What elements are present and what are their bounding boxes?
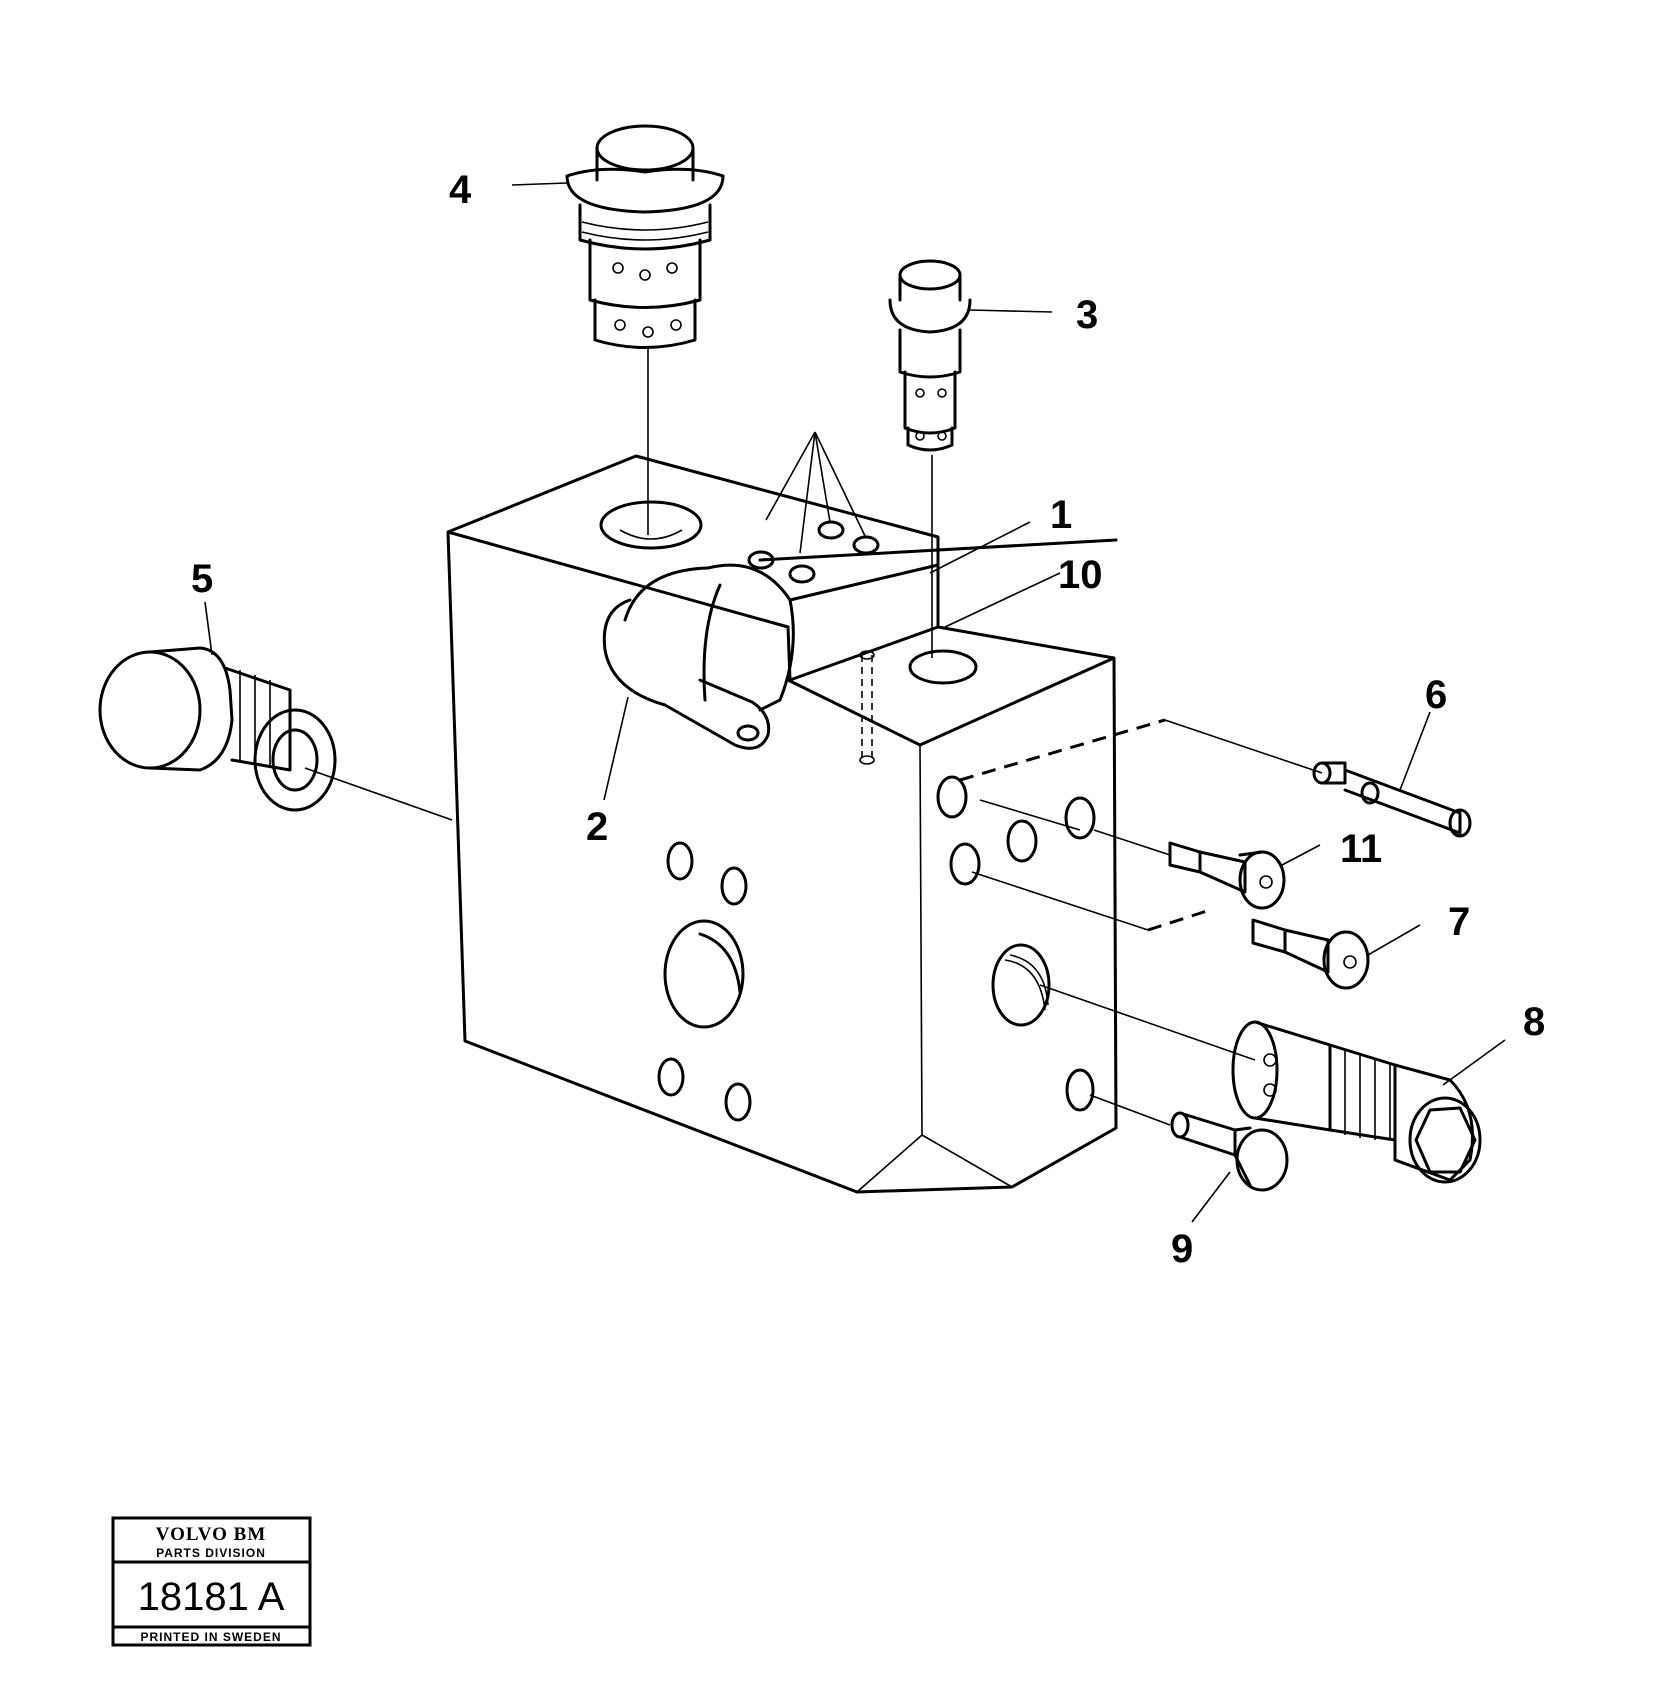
- callout-7: 7: [1448, 900, 1470, 944]
- callout-6: 6: [1425, 673, 1447, 717]
- dashed-group-lines: [959, 718, 1323, 1126]
- cartridge-valve-8: [1231, 1020, 1482, 1184]
- stamp-division: PARTS DIVISION: [156, 1546, 266, 1560]
- callout-2: 2: [586, 805, 608, 849]
- callout-4: 4: [449, 168, 472, 212]
- callout-8: 8: [1523, 1000, 1545, 1044]
- callout-5: 5: [191, 557, 213, 601]
- parts-stamp: VOLVO BM PARTS DIVISION 18181 A PRINTED …: [111, 1516, 312, 1647]
- stamp-number: 18181 A: [138, 1575, 285, 1619]
- solenoid-unit: [602, 538, 1118, 750]
- cartridge-valve-5: [98, 646, 453, 821]
- callout-10: 10: [1058, 553, 1103, 597]
- plug-9: [1170, 1111, 1289, 1192]
- plug-6: [1312, 761, 1472, 838]
- leader-lines: [204, 182, 1506, 1223]
- callout-3: 3: [1076, 293, 1098, 337]
- cartridge-valve-3: [888, 259, 972, 658]
- callout-11: 11: [1340, 827, 1382, 871]
- callout-1: 1: [1050, 493, 1072, 537]
- stamp-brand: VOLVO BM: [156, 1524, 267, 1545]
- callout-labels: 1 2 3 4 5 6 7 8 9 10 11: [191, 168, 1545, 1271]
- check-valve-7: [1251, 918, 1370, 990]
- check-valve-11: [1168, 841, 1286, 910]
- pin-detail: [859, 650, 875, 765]
- valve-block: [446, 454, 1118, 1194]
- callout-9: 9: [1171, 1227, 1193, 1271]
- cartridge-valve-4: [565, 124, 725, 535]
- stamp-footer: PRINTED IN SWEDEN: [140, 1630, 281, 1644]
